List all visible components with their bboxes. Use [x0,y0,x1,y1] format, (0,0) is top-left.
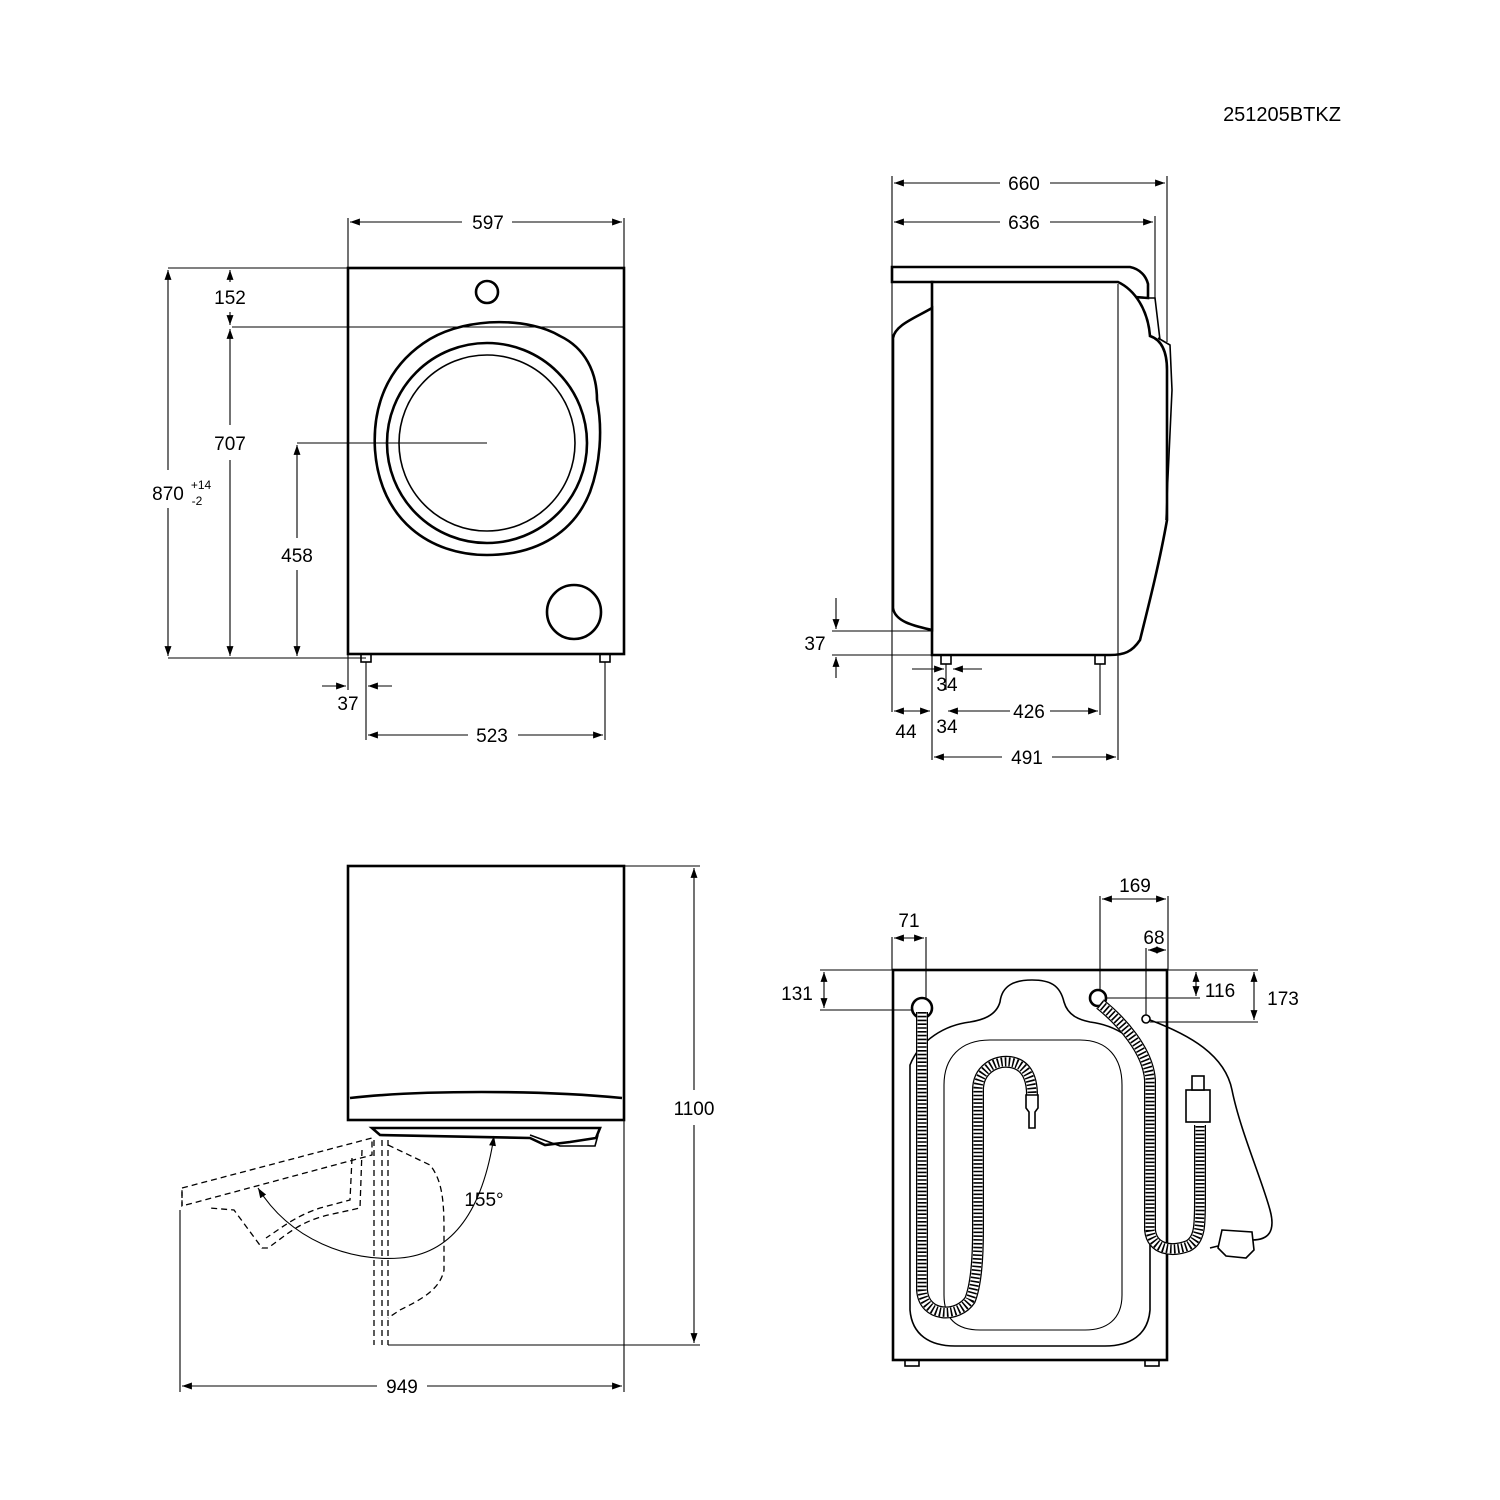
rear-inlet-connector-tip [1191,1075,1205,1091]
dim-total-height-tol-lower: -2 [192,494,203,508]
front-program-knob [474,279,500,305]
rear-inlet-hose [1097,1000,1205,1254]
dim-front-width: 597 [472,213,504,234]
top-door-open-bowl-inner [265,1157,353,1239]
rear-body-outline [891,968,1169,1362]
top-door-open-bowl [209,1149,363,1249]
dim-base-depth: 491 [1011,748,1043,769]
rear-view: 71 131 169 68 116 173 [781,876,1299,1367]
top-view: 155° 1100 949 [179,864,715,1398]
dim-side-feet-spacing: 426 [1013,702,1045,723]
dim-drain-y: 131 [781,984,813,1005]
top-door-handle [529,1134,599,1147]
front-body-outline [346,266,626,656]
rear-power-cable [1149,1019,1273,1241]
rear-drain-hose-end [1025,1094,1039,1129]
front-pump-cover [545,583,603,641]
rear-panel-outline [909,979,1151,1347]
side-view: 660 636 37 34 44 34 426 491 [804,174,1173,769]
dim-total-height: 870 [152,484,184,505]
dim-door-height: 707 [214,434,246,455]
dim-cable-x: 68 [1143,928,1164,949]
top-door-swung-bowl [387,1144,445,1319]
dim-inlet-y: 116 [1205,981,1235,1002]
dim-side-foot-height: 37 [804,634,825,655]
dim-door-depth: 949 [386,1377,418,1398]
dim-total-height-tol-upper: +14 [191,478,212,492]
dim-cable-y: 173 [1267,989,1299,1010]
front-view: 597 152 707 870 +14 -2 458 37 523 [152,213,626,747]
dim-foot-gap: 34 [936,717,958,738]
rear-foot-left [904,1359,920,1367]
side-foot-back [940,654,952,665]
dim-door-center: 458 [281,546,313,567]
top-door-angle-arc [257,1135,496,1260]
side-foot-front [1094,654,1106,665]
dim-top-panel: 152 [214,288,246,309]
top-body-outline [346,864,626,1122]
rear-foot-right [1144,1359,1160,1367]
side-door-profile [1157,337,1173,521]
dim-door-angle: 155° [464,1190,503,1211]
dim-foot-width: 34 [936,675,958,696]
dim-front-offset: 44 [895,722,917,743]
top-door-swung-panel [373,1140,389,1345]
dim-depth-body: 636 [1008,213,1040,234]
side-body-outline [930,280,1169,657]
dim-door-clearance: 1100 [674,1099,715,1120]
model-code: 251205BTKZ [1223,104,1341,126]
front-door-frame [373,320,602,557]
rear-power-plug [1217,1229,1255,1259]
dim-inlet-x: 169 [1119,876,1151,897]
rear-inner-panel [943,1039,1123,1331]
top-door-open-panel [181,1137,373,1207]
rear-inlet-connector [1185,1089,1211,1123]
top-door-front [349,1090,623,1100]
rear-power-plug-pin [1209,1245,1219,1249]
rear-drain-hose [917,1012,1037,1317]
top-door-closed [368,1126,602,1147]
side-back-detail [891,305,934,632]
dim-foot-offset: 37 [337,694,358,715]
dim-drain-x: 71 [898,911,919,932]
dim-feet-spacing: 523 [476,726,508,747]
dim-depth-total: 660 [1008,174,1040,195]
